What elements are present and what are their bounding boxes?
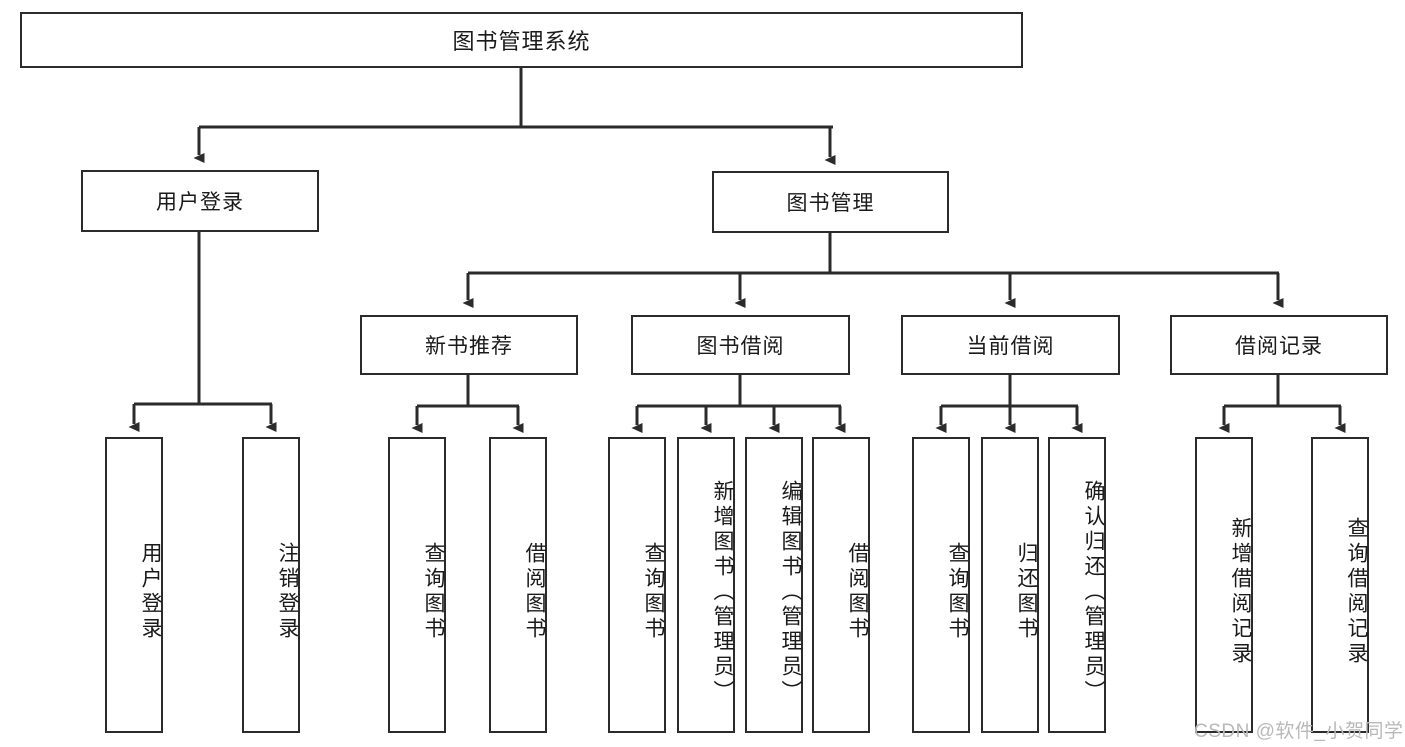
- leaf-new-book-borrow[interactable]: 借阅图书: [489, 437, 547, 733]
- node-label: 新增图书（管理员）: [711, 479, 734, 705]
- leaf-borrow-edit-book[interactable]: 编辑图书（管理员）: [745, 437, 803, 733]
- node-label: 图书管理系统: [452, 29, 591, 54]
- node-label: 查询图书: [422, 542, 445, 642]
- leaf-current-confirm-return[interactable]: 确认归还（管理员）: [1048, 437, 1106, 733]
- node-label: 借阅图书: [523, 542, 546, 642]
- leaf-borrow-query-book[interactable]: 查询图书: [608, 437, 666, 733]
- leaf-record-add[interactable]: 新增借阅记录: [1195, 437, 1253, 733]
- node-book-borrow[interactable]: 图书借阅: [631, 315, 850, 375]
- leaf-borrow-add-book[interactable]: 新增图书（管理员）: [677, 437, 735, 733]
- node-label: 归还图书: [1015, 542, 1038, 642]
- node-label: 查询借阅记录: [1345, 517, 1368, 667]
- node-label: 编辑图书（管理员）: [779, 479, 802, 705]
- node-label: 用户登录: [156, 191, 244, 214]
- node-label: 图书管理: [786, 192, 875, 215]
- leaf-record-query[interactable]: 查询借阅记录: [1311, 437, 1369, 733]
- node-user-login[interactable]: 用户登录: [81, 170, 319, 232]
- node-label: 新增借阅记录: [1229, 517, 1252, 667]
- csdn-watermark: CSDN @软件_小贺同学: [1194, 721, 1404, 742]
- leaf-user-login-login[interactable]: 用户登录: [105, 437, 163, 733]
- leaf-new-book-query[interactable]: 查询图书: [388, 437, 446, 733]
- node-label: 当前借阅: [966, 335, 1055, 358]
- leaf-current-return-book[interactable]: 归还图书: [981, 437, 1039, 733]
- node-book-management[interactable]: 图书管理: [712, 171, 949, 233]
- node-label: 查询图书: [946, 542, 969, 642]
- node-label: 查询图书: [642, 542, 665, 642]
- node-label: 借阅图书: [846, 542, 869, 642]
- node-label: 确认归还（管理员）: [1082, 479, 1105, 705]
- node-label: 用户登录: [139, 542, 162, 642]
- node-current-borrow[interactable]: 当前借阅: [901, 315, 1120, 375]
- node-label: 新书推荐: [425, 335, 513, 358]
- leaf-current-query-book[interactable]: 查询图书: [912, 437, 970, 733]
- node-label: 借阅记录: [1235, 335, 1323, 358]
- node-root-system[interactable]: 图书管理系统: [20, 12, 1023, 68]
- node-new-book-recommend[interactable]: 新书推荐: [360, 315, 578, 375]
- node-label: 图书借阅: [696, 335, 785, 358]
- leaf-borrow-borrow-book[interactable]: 借阅图书: [812, 437, 870, 733]
- leaf-user-login-logout[interactable]: 注销登录: [242, 437, 300, 733]
- node-label: 注销登录: [276, 542, 299, 642]
- node-borrow-record[interactable]: 借阅记录: [1170, 315, 1388, 375]
